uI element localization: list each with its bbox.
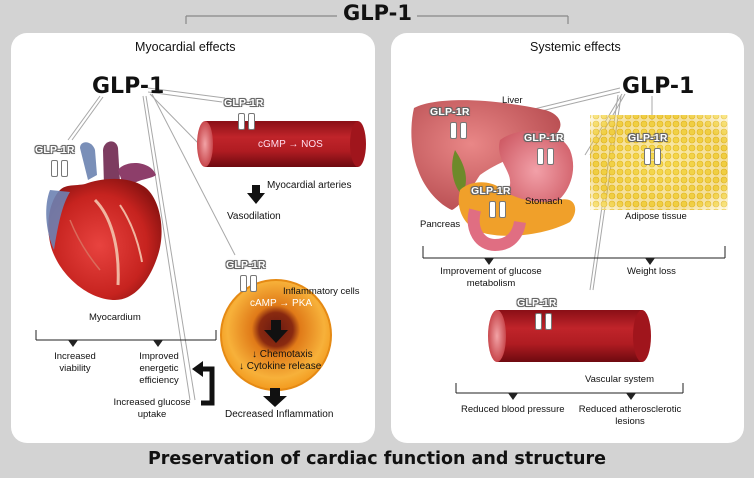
glp1r-stomach-label: GLP-1R xyxy=(524,132,564,144)
atherosclerosis-outcome: Reduced atherosclerotic lesions xyxy=(578,404,682,427)
systemic-heading: Systemic effects xyxy=(530,40,621,54)
myocardial-artery xyxy=(197,121,366,167)
pancreas-label: Pancreas xyxy=(420,219,461,230)
artery-down-arrow xyxy=(247,185,265,204)
outcome-energetic: Improved energetic efficiency xyxy=(139,351,179,386)
inflammation-down-arrow xyxy=(263,388,287,407)
receptor-bar xyxy=(489,201,496,218)
outcome-glucose-uptake: Increased glucose uptake xyxy=(113,397,191,420)
glp1-right: GLP-1 xyxy=(622,74,695,99)
glp1r-artery-label: GLP-1R xyxy=(224,97,264,109)
myocardium-label: Myocardium xyxy=(89,312,141,323)
glp1r-adipose-label: GLP-1R xyxy=(628,132,668,144)
receptor-bar xyxy=(460,122,467,139)
receptor-bar xyxy=(499,201,506,218)
artery-pathway: cGMP → NOS xyxy=(258,139,323,150)
glucose-outcome: Improvement of glucose metabolism xyxy=(440,266,542,289)
vasodilation-label: Vasodilation xyxy=(227,211,281,222)
outcome-viability: Increased viability xyxy=(54,351,96,374)
artery-label: Myocardial arteries xyxy=(267,180,352,191)
receptor-bar xyxy=(450,122,457,139)
receptor-bar xyxy=(654,148,661,165)
receptor-bar xyxy=(644,148,651,165)
decreased-inflammation-label: Decreased Inflammation xyxy=(225,409,334,420)
receptor-bar xyxy=(51,160,58,177)
feedback-arrow xyxy=(192,361,203,377)
receptor-bar xyxy=(547,148,554,165)
systemic-bracket-top xyxy=(422,246,726,259)
receptor-bar xyxy=(240,275,247,292)
heart-illustration xyxy=(46,141,162,300)
cell-down-arrow xyxy=(264,320,288,343)
glp1r-cell-label: GLP-1R xyxy=(226,259,266,271)
receptor-bar xyxy=(238,113,245,130)
receptor-bar xyxy=(61,160,68,177)
glp1r-vascular-label: GLP-1R xyxy=(517,297,557,309)
receptor-bar xyxy=(545,313,552,330)
myocardial-heading: Myocardial effects xyxy=(135,40,236,54)
footer-title: Preservation of cardiac function and str… xyxy=(147,449,607,469)
receptor-bar xyxy=(250,275,257,292)
systemic-bracket-bottom xyxy=(455,383,684,394)
liver-label: Liver xyxy=(502,95,523,106)
receptor-bar xyxy=(248,113,255,130)
myocardial-bracket xyxy=(35,330,217,341)
receptor-bar xyxy=(535,313,542,330)
liver-illustration xyxy=(411,100,561,210)
inflammatory-cells-label: Inflammatory cells xyxy=(283,286,360,297)
weight-loss-outcome: Weight loss xyxy=(627,266,676,277)
vascular-vessel xyxy=(488,310,651,362)
stomach-illustration xyxy=(499,130,574,211)
vascular-system-label: Vascular system xyxy=(585,374,654,385)
glp1-left: GLP-1 xyxy=(92,74,165,99)
blood-pressure-outcome: Reduced blood pressure xyxy=(461,404,565,415)
stomach-label: Stomach xyxy=(525,196,563,207)
glp1r-pancreas-label: GLP-1R xyxy=(471,185,511,197)
pancreas-illustration xyxy=(458,182,576,236)
cytokine-label: ↓ Cytokine release xyxy=(239,361,322,372)
adipose-label: Adipose tissue xyxy=(625,211,687,222)
chemotaxis-label: ↓ Chemotaxis xyxy=(252,349,313,360)
main-title: GLP-1 xyxy=(343,1,412,25)
receptor-bar xyxy=(537,148,544,165)
glp1r-liver-label: GLP-1R xyxy=(430,106,470,118)
glp1r-heart-label: GLP-1R xyxy=(35,144,75,156)
cell-pathway: cAMP → PKA xyxy=(250,298,313,309)
